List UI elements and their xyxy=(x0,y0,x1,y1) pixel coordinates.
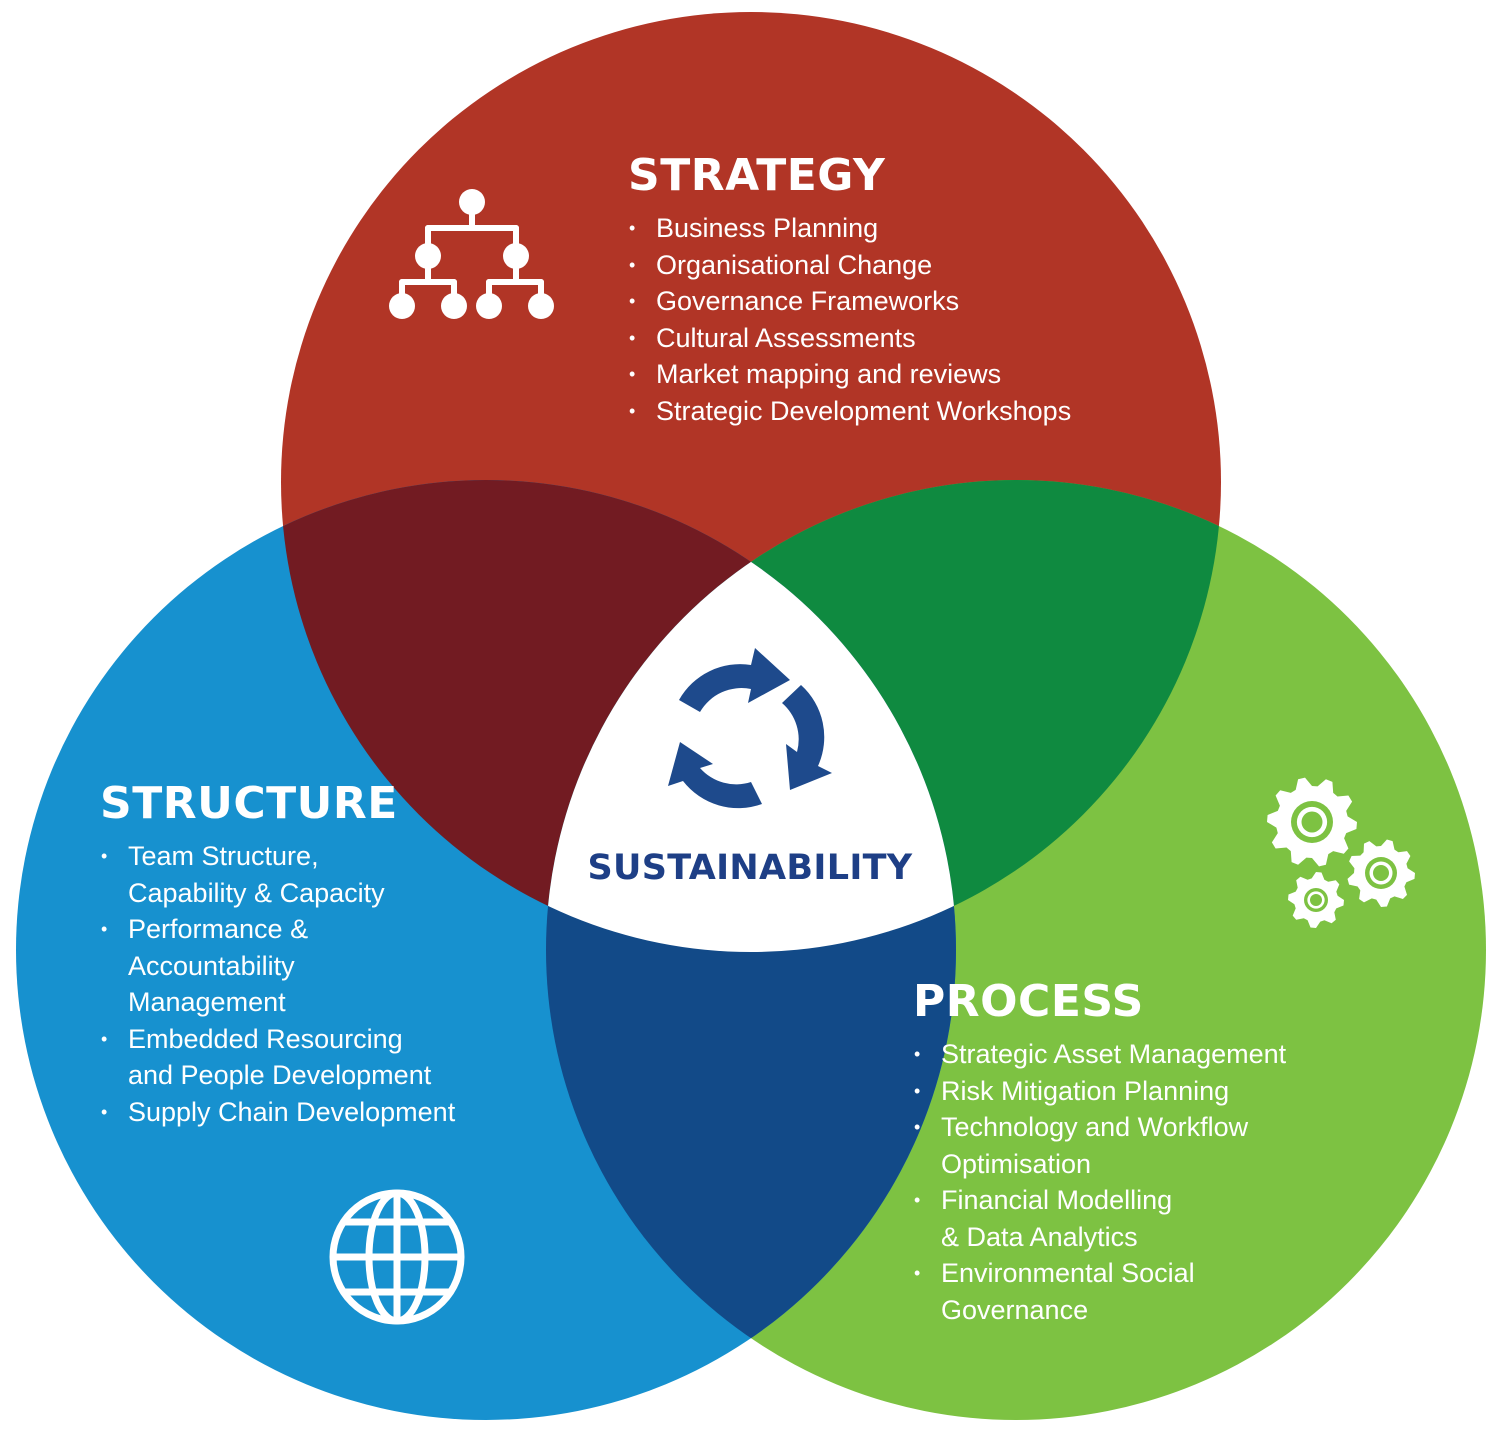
process-title: PROCESS xyxy=(913,976,1144,1027)
list-item-text: Capability & Capacity xyxy=(128,877,385,908)
strategy-block: STRATEGY Business PlanningOrganisational… xyxy=(628,154,1071,429)
globe-icon xyxy=(329,1189,465,1325)
list-item-text: Cultural Assessments xyxy=(656,322,916,353)
list-item: Risk Mitigation Planning xyxy=(913,1073,1286,1110)
process-block: PROCESS Strategic Asset ManagementRisk M… xyxy=(913,980,1286,1328)
list-item: Financial Modelling & Data Analytics xyxy=(913,1182,1286,1255)
list-item-text: Management xyxy=(128,987,286,1017)
list-item-text: and People Development xyxy=(128,1060,432,1090)
recycle-arrows-icon xyxy=(668,648,832,809)
list-item: Team Structure, Capability & Capacity xyxy=(100,838,455,911)
list-item-text: Environmental Social xyxy=(941,1258,1195,1288)
list-item-text: Performance & xyxy=(128,914,309,944)
list-item-text: Business Planning xyxy=(656,213,879,243)
structure-title: STRUCTURE xyxy=(100,778,398,829)
list-item-text: Market mapping and reviews xyxy=(656,359,1002,389)
list-item-text: & Data Analytics xyxy=(941,1221,1138,1252)
list-item-text: Strategic Development Workshops xyxy=(656,395,1072,426)
structure-list: Team Structure,Capability & CapacityPerf… xyxy=(100,838,455,1130)
list-item-text: Risk Mitigation Planning xyxy=(941,1075,1230,1106)
list-item-text: Governance Frameworks xyxy=(656,286,960,316)
list-item-text: Optimisation xyxy=(941,1148,1092,1179)
gears-icon xyxy=(1267,777,1415,928)
list-item: Organisational Change xyxy=(628,247,1071,284)
list-item-text: Team Structure, xyxy=(128,841,319,871)
list-item-text: Accountability xyxy=(128,950,295,981)
org-chart-icon xyxy=(389,189,554,319)
sustainability-title: SUSTAINABILITY xyxy=(587,848,913,888)
strategy-list: Business PlanningOrganisational ChangeGo… xyxy=(628,210,1071,429)
list-item-text: Technology and Workflow xyxy=(941,1112,1249,1142)
list-item-text: Embedded Resourcing xyxy=(128,1023,403,1054)
list-item: Cultural Assessments xyxy=(628,320,1071,357)
list-item: Strategic Development Workshops xyxy=(628,393,1071,430)
list-item: Governance Frameworks xyxy=(628,283,1071,320)
list-item-text: Strategic Asset Management xyxy=(941,1039,1287,1069)
structure-block: STRUCTURE Team Structure,Capability & Ca… xyxy=(100,782,455,1130)
process-list: Strategic Asset ManagementRisk Mitigatio… xyxy=(913,1036,1286,1328)
list-item-text: Financial Modelling xyxy=(941,1185,1173,1215)
list-item-text: Supply Chain Development xyxy=(128,1096,456,1127)
list-item: Strategic Asset Management xyxy=(913,1036,1286,1073)
strategy-title: STRATEGY xyxy=(628,150,886,201)
list-item: Embedded Resourcing and People Developmen… xyxy=(100,1021,455,1094)
list-item-text: Governance xyxy=(941,1294,1089,1325)
list-item-text: Organisational Change xyxy=(656,249,933,280)
list-item: Market mapping and reviews xyxy=(628,356,1071,393)
list-item: Supply Chain Development xyxy=(100,1094,455,1131)
center-region xyxy=(546,480,956,952)
list-item: Business Planning xyxy=(628,210,1071,247)
